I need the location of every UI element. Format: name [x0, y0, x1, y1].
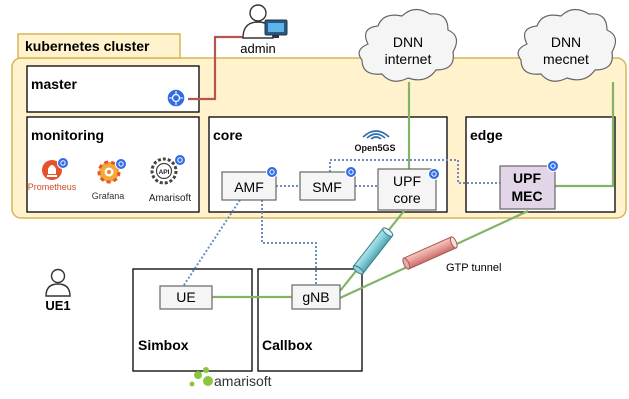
monitoring-label: monitoring [31, 127, 104, 143]
upf-mec-line2: MEC [511, 188, 542, 204]
dnn-internet-cloud: DNN internet [358, 8, 458, 82]
grafana-label: Grafana [92, 191, 125, 201]
amarisoft-logo-text: amarisoft [214, 373, 272, 389]
upf-mec-line1: UPF [513, 170, 541, 186]
edge-label: edge [470, 127, 503, 143]
amarisoft-tool-label: Amarisoft [149, 193, 191, 204]
grafana-icon [97, 160, 121, 184]
master-label: master [31, 76, 77, 92]
admin-user-icon [242, 4, 288, 39]
grafana-k8s-badge [115, 158, 127, 170]
upf-core-k8s-badge [428, 168, 440, 180]
upf-core-line1: UPF [393, 173, 421, 189]
smf-upf-mec-link [329, 159, 500, 184]
open5gs-logo: Open5GS [354, 143, 395, 153]
gtp-tunnel-core [352, 227, 394, 275]
cluster-title: kubernetes cluster [25, 38, 150, 54]
api-badge-text: API [159, 169, 170, 176]
upf-core-node [377, 168, 437, 211]
gtp-tunnel-label: GTP tunnel [446, 262, 501, 274]
amarisoft-api-icon: API [150, 157, 178, 185]
amf-node [221, 171, 277, 201]
dnn-mecnet-line2: mecnet [543, 51, 589, 67]
dnn-internet-line2: internet [385, 51, 432, 67]
simbox-zone [132, 268, 253, 372]
ue1-label: UE1 [45, 298, 70, 313]
amarisoft-logo-icon [189, 367, 213, 387]
amf-label: AMF [234, 179, 264, 195]
core-label: core [213, 127, 243, 143]
smf-node [299, 171, 356, 201]
amf-k8s-badge [266, 166, 278, 178]
prometheus-label: Prometheus [28, 182, 77, 192]
dnn-internet-line1: DNN [393, 34, 423, 50]
gnb-label: gNB [302, 289, 329, 305]
smf-label: SMF [312, 179, 342, 195]
upf-mec-k8s-badge [547, 160, 559, 172]
prometheus-k8s-badge [57, 157, 69, 169]
ue-node [159, 285, 213, 310]
edge-zone [465, 116, 616, 213]
callbox-label: Callbox [262, 337, 313, 353]
admin-master-link [188, 35, 246, 101]
admin-label: admin [240, 41, 275, 56]
cluster-title-box [17, 33, 181, 59]
master-k8s-icon [166, 88, 186, 108]
upf-core-line2: core [393, 190, 420, 206]
simbox-label: Simbox [138, 337, 189, 353]
dnn-mecnet-cloud: DNN mecnet [517, 8, 617, 82]
ue-label: UE [176, 289, 195, 305]
upf-mec-mecnet-link [555, 82, 615, 188]
gtp-tunnel-mec [402, 236, 458, 270]
amarisoft-k8s-badge [174, 154, 186, 166]
ue1-user-icon [45, 268, 71, 297]
gnb-node [291, 284, 341, 310]
amf-gnb-link [261, 200, 317, 286]
open5gs-wifi-icon [362, 130, 390, 140]
prometheus-icon [42, 160, 62, 180]
upf-mec-node [499, 165, 556, 210]
smf-k8s-badge [345, 166, 357, 178]
dnn-mecnet-line1: DNN [551, 34, 581, 50]
amf-ue-link [181, 199, 241, 289]
